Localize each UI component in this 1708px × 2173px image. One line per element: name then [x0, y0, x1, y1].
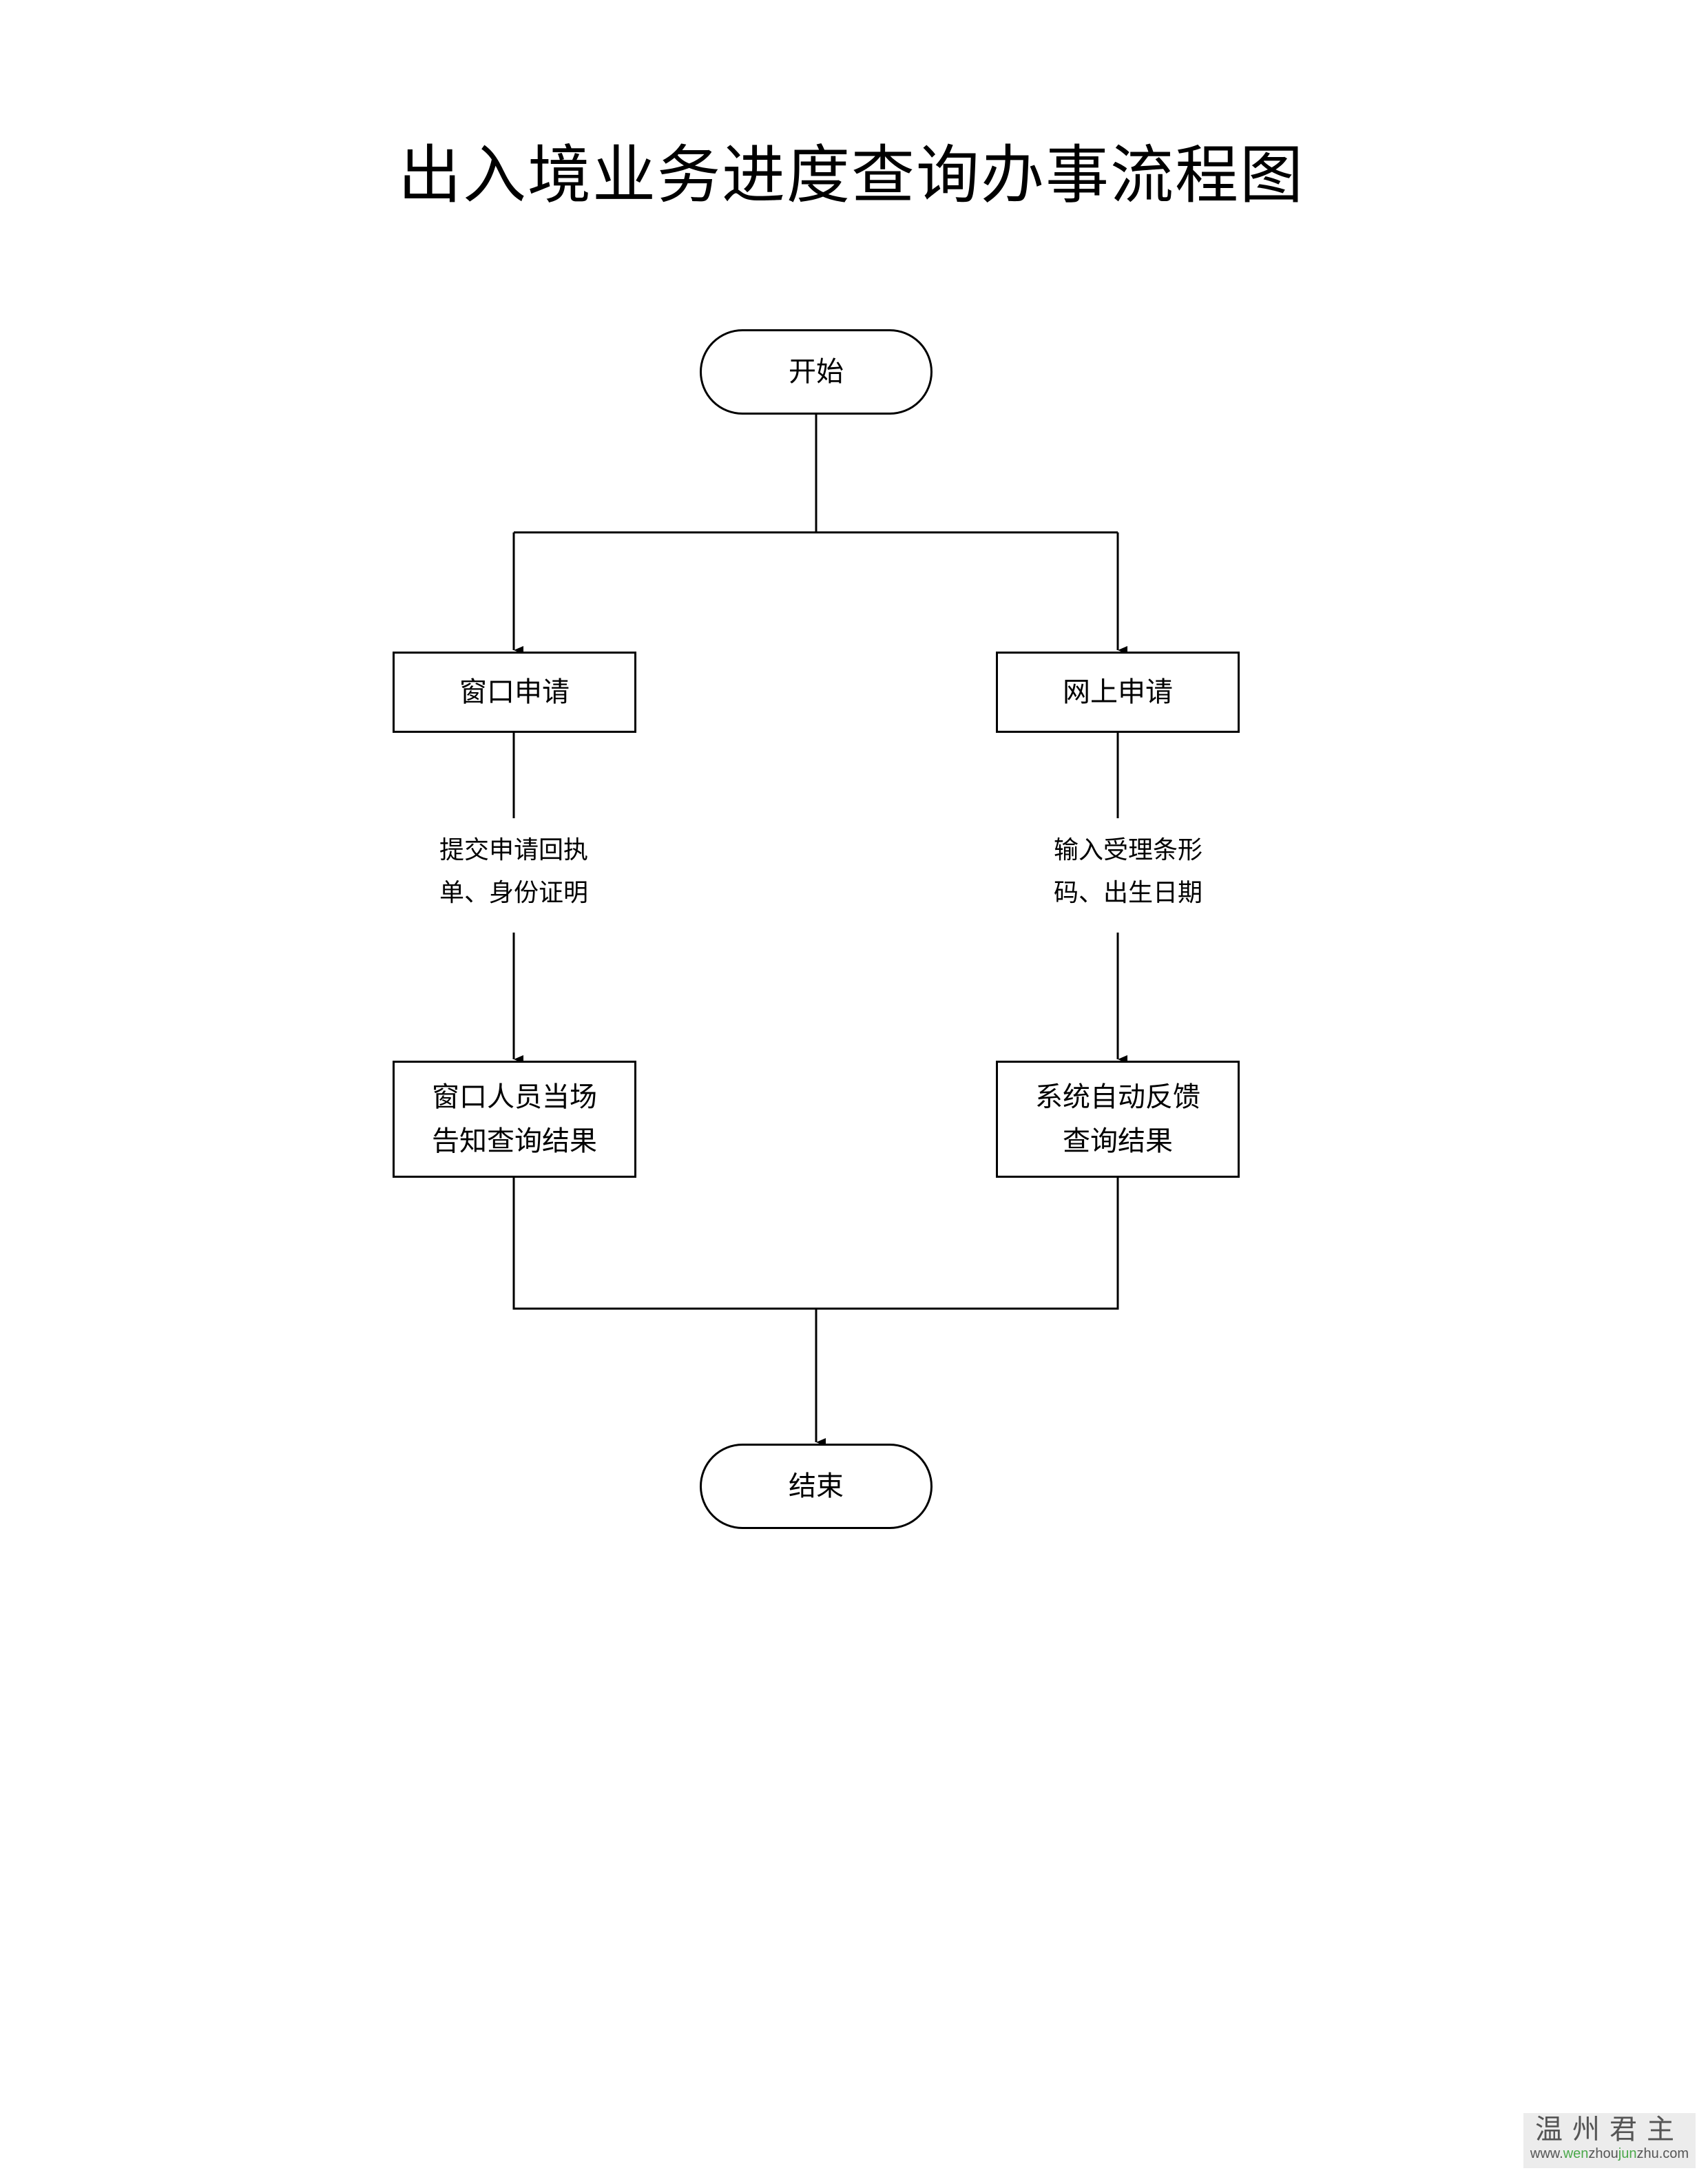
start-node: 开始 [700, 329, 933, 415]
online-result-node: 系统自动反馈查询结果 [996, 1061, 1240, 1178]
watermark-url: www.wenzhoujunzhu.com [1523, 2146, 1696, 2162]
start-label: 开始 [789, 356, 844, 388]
page-title: 出入境业务进度查询办事流程图 [397, 138, 1304, 212]
watermark-name: 温州君主 [1535, 2114, 1684, 2145]
connector-merge [512, 1176, 1119, 1310]
url-part: wen [1563, 2146, 1589, 2161]
window-result-node: 窗口人员当场告知查询结果 [393, 1061, 636, 1178]
end-node: 结束 [700, 1444, 933, 1529]
online-edge-label: 输入受理条形码、出生日期 [1039, 829, 1218, 915]
window-apply-node: 窗口申请 [393, 652, 636, 733]
end-label: 结束 [789, 1470, 844, 1502]
url-part: zhu.com [1636, 2146, 1689, 2161]
watermark-logo: 温州君主 www.wenzhoujunzhu.com [1523, 2113, 1696, 2168]
url-part: jun [1618, 2146, 1637, 2161]
online-apply-label: 网上申请 [1063, 676, 1173, 708]
url-part: www. [1530, 2146, 1563, 2161]
window-result-label: 窗口人员当场告知查询结果 [432, 1081, 597, 1157]
window-edge-text: 提交申请回执单、身份证明 [439, 836, 588, 907]
online-apply-node: 网上申请 [996, 652, 1240, 733]
window-edge-label: 提交申请回执单、身份证明 [427, 829, 601, 915]
url-part: zhou [1588, 2146, 1618, 2161]
window-apply-label: 窗口申请 [459, 676, 570, 708]
online-edge-text: 输入受理条形码、出生日期 [1053, 836, 1202, 907]
online-result-label: 系统自动反馈查询结果 [1035, 1081, 1200, 1157]
